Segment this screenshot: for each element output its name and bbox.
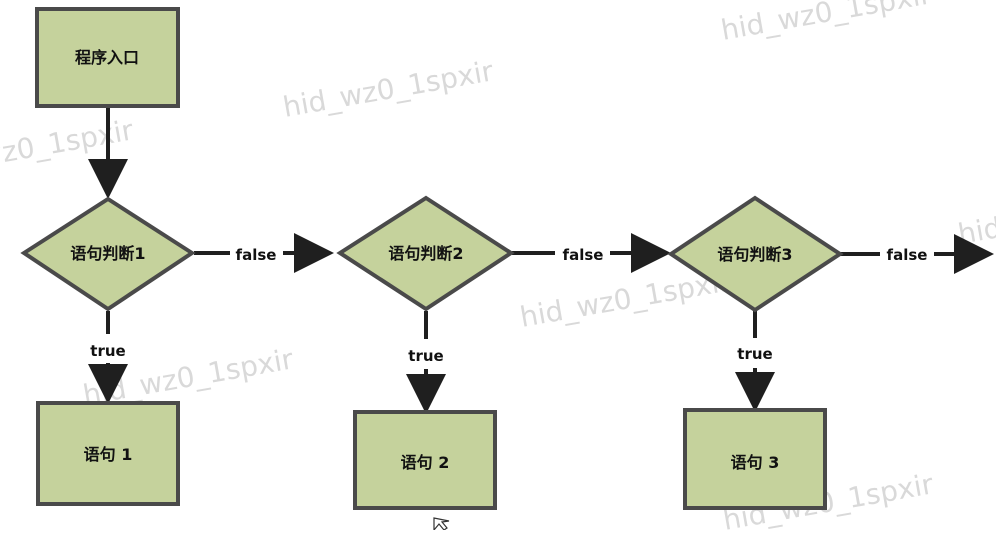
decision1-diamond: [20, 196, 196, 312]
decision1-false-label: false: [236, 246, 277, 264]
cursor-group: [433, 517, 450, 532]
statement2-label: 语句 2: [401, 453, 450, 472]
decision3-node: 语句判断3: [667, 195, 844, 313]
watermark-text-7: hid_wz0_1spxir: [955, 181, 996, 251]
decision3-true-label: true: [737, 345, 772, 363]
statement3-box: [683, 408, 827, 510]
statement3-label: 语句 3: [731, 453, 780, 472]
statement1-label: 语句 1: [84, 445, 133, 464]
decision1-label: 语句判断1: [70, 244, 145, 263]
decision2-label: 语句判断2: [388, 244, 463, 263]
decision1-node: 语句判断1: [20, 196, 196, 312]
watermark-text-3: hid_wz0_1spxir: [0, 113, 136, 183]
statement1-box: [36, 401, 180, 506]
statement2-box: [353, 410, 497, 510]
statement2-node: 语句 2: [353, 410, 497, 510]
edge-label-group: false false false true true true: [90, 246, 927, 365]
entry-node-label: 程序入口: [75, 48, 139, 67]
statement3-node: 语句 3: [683, 408, 827, 510]
decision2-false-label: false: [563, 246, 604, 264]
watermark-text-2: hid_wz0_1spxir: [280, 54, 496, 124]
decision2-diamond: [336, 195, 515, 312]
decision3-label: 语句判断3: [717, 245, 792, 264]
connector-group: [88, 107, 994, 414]
watermark-text-1: hid_wz0_1spxir: [718, 0, 934, 47]
decision2-node: 语句判断2: [336, 195, 515, 312]
decision2-true-label: true: [408, 347, 443, 365]
decision3-false-label: false: [887, 246, 928, 264]
entry-node-box: [35, 7, 180, 108]
decision1-true-label: true: [90, 342, 125, 360]
entry-node: 程序入口: [35, 7, 180, 108]
mouse-pointer-icon: [433, 517, 450, 532]
statement1-node: 语句 1: [36, 401, 180, 506]
decision3-diamond: [667, 195, 844, 313]
